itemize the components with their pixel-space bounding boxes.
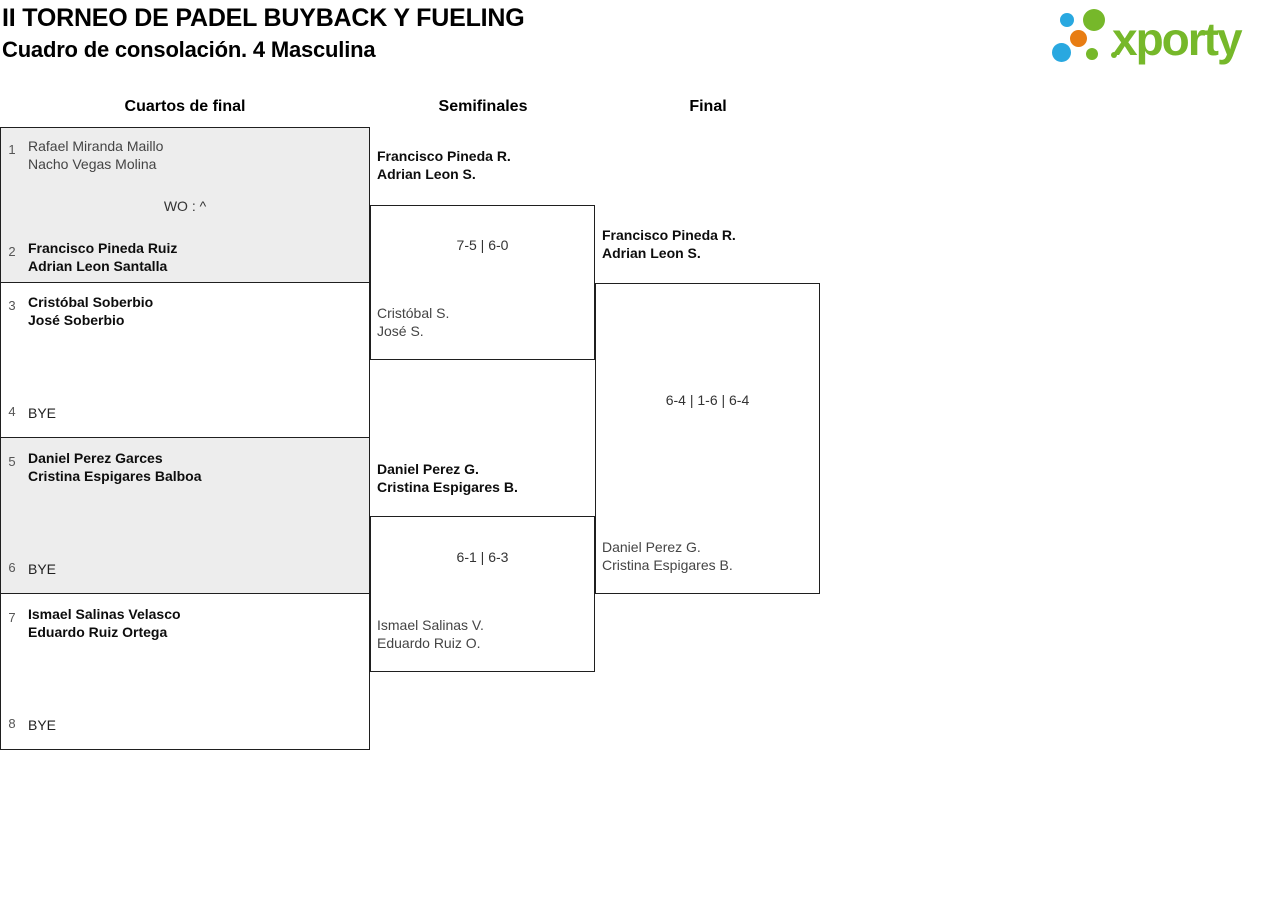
team-entry: Ismael Salinas Velasco Eduardo Ruiz Orte… (28, 605, 181, 641)
page-subtitle: Cuadro de consolación. 4 Masculina (2, 37, 376, 62)
player-name: Ismael Salinas Velasco (28, 606, 181, 622)
xporty-wordmark: xporty (1112, 13, 1243, 65)
player-name: Francisco Pineda R. (602, 227, 736, 243)
player-name: José Soberbio (28, 312, 125, 328)
logo-dot-blue-small (1060, 13, 1074, 27)
seed-number: 6 (8, 560, 16, 575)
logo-dot-green-small (1086, 48, 1098, 60)
player-name: Eduardo Ruiz Ortega (28, 624, 168, 640)
team-entry: Francisco Pineda R. Adrian Leon S. (377, 147, 511, 183)
match-box-sf2[interactable] (370, 516, 595, 672)
player-name: Cristóbal S. (377, 305, 450, 321)
player-name: Cristina Espigares B. (377, 479, 518, 495)
bye-label: BYE (28, 405, 57, 421)
team-entry: Daniel Perez G. Cristina Espigares B. (377, 460, 518, 496)
player-name: Daniel Perez Garces (28, 450, 163, 466)
player-name: José S. (377, 323, 424, 339)
team-entry: Francisco Pineda Ruiz Adrian Leon Santal… (28, 239, 177, 275)
team-entry: Daniel Perez G. Cristina Espigares B. (602, 538, 733, 574)
team-entry: Ismael Salinas V. Eduardo Ruiz O. (377, 616, 484, 652)
seed-number: 4 (8, 404, 16, 419)
player-name: Francisco Pineda R. (377, 148, 511, 164)
seed-number: 1 (8, 142, 16, 157)
seed-number: 5 (8, 454, 16, 469)
player-name: Cristina Espigares Balboa (28, 468, 202, 484)
column-header-semifinales: Semifinales (438, 98, 528, 115)
player-name: Rafael Miranda Maillo (28, 138, 164, 154)
column-header-final: Final (689, 98, 727, 115)
player-name: Nacho Vegas Molina (28, 156, 157, 172)
player-name: Daniel Perez G. (602, 539, 701, 555)
player-name: Cristóbal Soberbio (28, 294, 154, 310)
bye-label: BYE (28, 561, 57, 577)
logo-dot-blue-large (1052, 43, 1071, 62)
match-box-qf1[interactable] (0, 127, 370, 283)
match-score: WO : ^ (163, 198, 207, 214)
logo-dot-green-large (1083, 9, 1105, 31)
team-entry: Cristóbal Soberbio José Soberbio (28, 293, 153, 329)
match-box-sf1[interactable] (370, 205, 595, 360)
column-header-cuartos: Cuartos de final (124, 98, 246, 115)
player-name: Eduardo Ruiz O. (377, 635, 481, 651)
team-entry-bye: BYE (28, 716, 56, 734)
player-name: Adrian Leon S. (602, 245, 701, 261)
team-entry: Rafael Miranda Maillo Nacho Vegas Molina (28, 137, 163, 173)
page-title: II TORNEO DE PADEL BUYBACK Y FUELING (2, 4, 525, 32)
match-box-qf2[interactable] (0, 283, 370, 438)
match-score: 7-5 | 6-0 (456, 237, 509, 253)
player-name: Francisco Pineda Ruiz (28, 240, 178, 256)
player-name: Cristina Espigares B. (602, 557, 733, 573)
match-box-final[interactable] (595, 283, 820, 594)
logo-dot-orange (1070, 30, 1087, 47)
team-entry: Cristóbal S. José S. (377, 304, 449, 340)
team-entry-bye: BYE (28, 404, 56, 422)
seed-number: 3 (8, 298, 16, 313)
seed-number: 7 (8, 610, 16, 625)
seed-number: 2 (8, 244, 16, 259)
seed-number: 8 (8, 716, 16, 731)
player-name: Adrian Leon Santalla (28, 258, 168, 274)
xporty-logo[interactable]: xporty (1050, 5, 1280, 75)
match-score: 6-1 | 6-3 (456, 549, 509, 565)
bye-label: BYE (28, 717, 57, 733)
team-entry: Francisco Pineda R. Adrian Leon S. (602, 226, 736, 262)
player-name: Daniel Perez G. (377, 461, 479, 477)
player-name: Adrian Leon S. (377, 166, 476, 182)
logo-dot-green-tiny (1111, 52, 1117, 58)
player-name: Ismael Salinas V. (377, 617, 484, 633)
team-entry-bye: BYE (28, 560, 56, 578)
match-box-qf3[interactable] (0, 438, 370, 594)
match-box-qf4[interactable] (0, 594, 370, 750)
team-entry: Daniel Perez Garces Cristina Espigares B… (28, 449, 202, 485)
match-score: 6-4 | 1-6 | 6-4 (665, 392, 750, 408)
